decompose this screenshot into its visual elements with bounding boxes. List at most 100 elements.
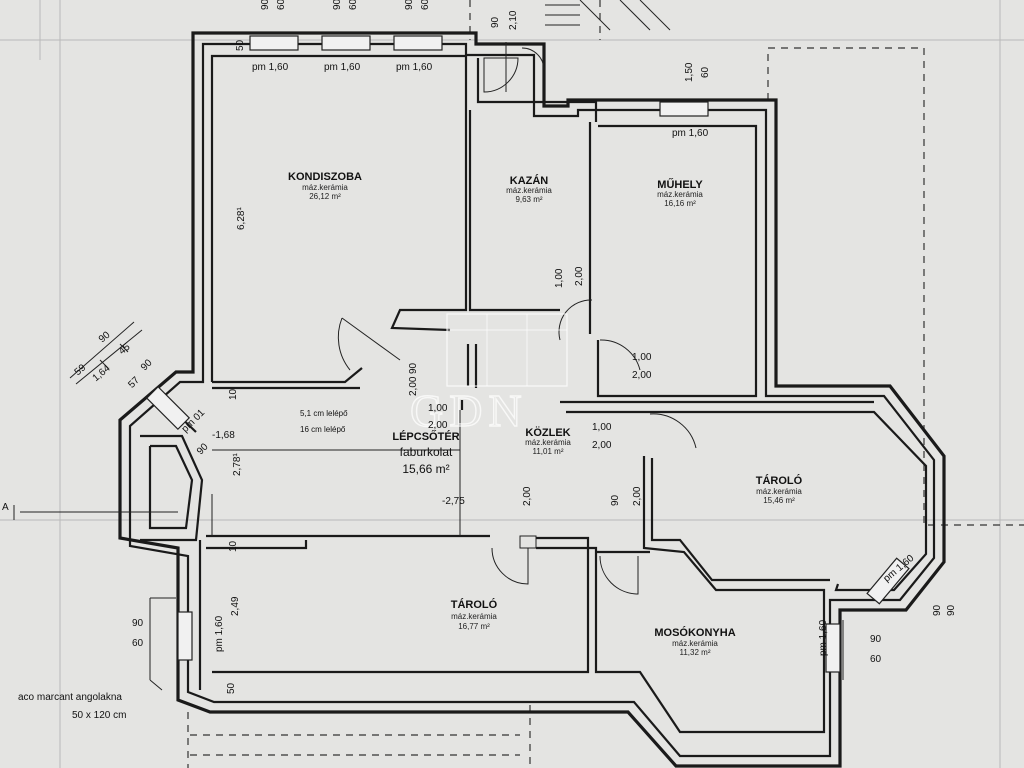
window-left — [177, 611, 193, 661]
svg-text:pm 1,60: pm 1,60 — [324, 62, 361, 73]
svg-text:1,00: 1,00 — [632, 352, 652, 363]
room-tarolo-right: TÁROLÓ máz.kerámia 15,46 m² — [756, 474, 803, 505]
svg-text:pm 1,60: pm 1,60 — [214, 615, 225, 652]
room-name: LÉPCSŐTÉR — [392, 430, 459, 443]
svg-text:2,49: 2,49 — [230, 596, 241, 616]
room-area: 15,66 m² — [402, 462, 449, 476]
window-top-3 — [393, 35, 443, 51]
svg-text:2,78¹: 2,78¹ — [232, 453, 243, 476]
svg-text:10: 10 — [228, 388, 239, 400]
room-name: TÁROLÓ — [756, 474, 803, 487]
svg-text:60: 60 — [700, 66, 711, 78]
section-marker: A — [2, 502, 9, 513]
svg-text:2,00: 2,00 — [632, 486, 643, 506]
room-kazan: KAZÁN máz.kerámia 9,63 m² — [506, 174, 552, 204]
room-finish: faburkolat — [400, 445, 453, 459]
svg-text:2,00: 2,00 — [592, 440, 612, 451]
room-area: 26,12 m² — [309, 192, 341, 201]
dashed-outline — [187, 0, 1024, 768]
svg-text:60: 60 — [276, 0, 287, 10]
svg-text:60: 60 — [420, 0, 431, 10]
svg-text:pm 1,60: pm 1,60 — [672, 128, 709, 139]
svg-text:60: 60 — [348, 0, 359, 10]
doors — [337, 42, 697, 595]
svg-text:90: 90 — [932, 604, 943, 616]
room-area: 9,63 m² — [515, 195, 542, 204]
svg-text:2,00: 2,00 — [428, 420, 448, 431]
room-name: TÁROLÓ — [451, 598, 498, 611]
stair-steps — [211, 410, 461, 536]
svg-text:2,00: 2,00 — [632, 370, 652, 381]
room-tarolo-bottom: TÁROLÓ máz.kerámia 16,77 m² — [451, 598, 498, 631]
window-mosokonyha — [825, 623, 841, 673]
window-top-2 — [321, 35, 371, 51]
svg-text:pm 1,60: pm 1,60 — [396, 62, 433, 73]
svg-text:90: 90 — [870, 634, 882, 645]
svg-text:60: 60 — [132, 638, 144, 649]
room-name: MŰHELY — [657, 178, 703, 191]
room-finish: máz.kerámia — [657, 190, 703, 199]
svg-text:1,50: 1,50 — [684, 62, 695, 82]
room-name: MOSÓKONYHA — [654, 626, 735, 639]
svg-text:60: 60 — [870, 654, 882, 665]
room-area: 16,77 m² — [458, 622, 490, 631]
svg-text:90: 90 — [610, 494, 621, 506]
svg-text:pm 1,60: pm 1,60 — [252, 62, 289, 73]
svg-text:50: 50 — [226, 682, 237, 694]
window-top-1 — [249, 35, 299, 51]
aco-note-line2: 50 x 120 cm — [72, 710, 126, 721]
window-muhely — [659, 101, 709, 117]
svg-text:-2,75: -2,75 — [442, 496, 465, 507]
room-area: 15,46 m² — [763, 496, 795, 505]
svg-text:6,28¹: 6,28¹ — [236, 207, 247, 230]
svg-text:90: 90 — [408, 362, 419, 374]
svg-text:90: 90 — [132, 618, 144, 629]
room-mosokonyha: MOSÓKONYHA máz.kerámia 11,32 m² — [654, 626, 735, 657]
windows — [145, 35, 910, 673]
room-name: KÖZLEK — [525, 426, 570, 439]
stair-note-1: 5,1 cm lelépő — [300, 409, 348, 418]
room-muhely: MŰHELY máz.kerámia 16,16 m² — [657, 178, 703, 208]
room-kondiszoba: KONDISZOBA máz.kerámia 26,12 m² — [288, 171, 362, 201]
room-finish: máz.kerámia — [506, 186, 552, 195]
interior-walls — [140, 54, 928, 734]
watermark-text: GDN — [410, 385, 528, 436]
svg-text:90: 90 — [490, 16, 501, 28]
room-area: 11,32 m² — [680, 648, 711, 657]
svg-text:2,00: 2,00 — [574, 266, 585, 286]
stair-hatch-top — [545, 0, 671, 31]
aco-note-line1: aco marcant angolakna — [18, 692, 122, 703]
svg-text:1,00: 1,00 — [592, 422, 612, 433]
svg-text:90: 90 — [946, 604, 957, 616]
svg-text:1,00: 1,00 — [428, 403, 448, 414]
dimension-lines-top-left — [13, 321, 844, 691]
svg-text:10: 10 — [228, 540, 239, 552]
room-finish: máz.kerámia — [302, 183, 348, 192]
svg-text:90: 90 — [332, 0, 343, 10]
room-area: 16,16 m² — [664, 199, 696, 208]
room-finish: máz.kerámia — [451, 612, 497, 621]
window-tarolo — [866, 557, 910, 605]
room-name: KONDISZOBA — [288, 171, 362, 183]
svg-text:90: 90 — [404, 0, 415, 10]
svg-text:50: 50 — [235, 39, 246, 51]
room-finish: máz.kerámia — [756, 487, 802, 496]
room-area: 11,01 m² — [533, 447, 564, 456]
window-pm01 — [145, 385, 191, 431]
exterior-walls — [118, 31, 946, 768]
room-kozlek: KÖZLEK máz.kerámia 11,01 m² — [525, 426, 571, 456]
stair-note-2: 16 cm lelépő — [300, 425, 346, 434]
watermark: GDN — [409, 313, 568, 437]
room-lepcsoter: LÉPCSŐTÉR faburkolat 15,66 m² — [392, 430, 459, 476]
svg-text:2,00: 2,00 — [408, 376, 419, 396]
svg-text:2,10: 2,10 — [508, 10, 519, 30]
svg-text:-1,68: -1,68 — [212, 430, 235, 441]
svg-text:1,00: 1,00 — [554, 268, 565, 288]
svg-text:90: 90 — [260, 0, 271, 10]
svg-text:2,00: 2,00 — [522, 486, 533, 506]
room-finish: máz.kerámia — [672, 639, 718, 648]
room-finish: máz.kerámia — [525, 438, 571, 447]
